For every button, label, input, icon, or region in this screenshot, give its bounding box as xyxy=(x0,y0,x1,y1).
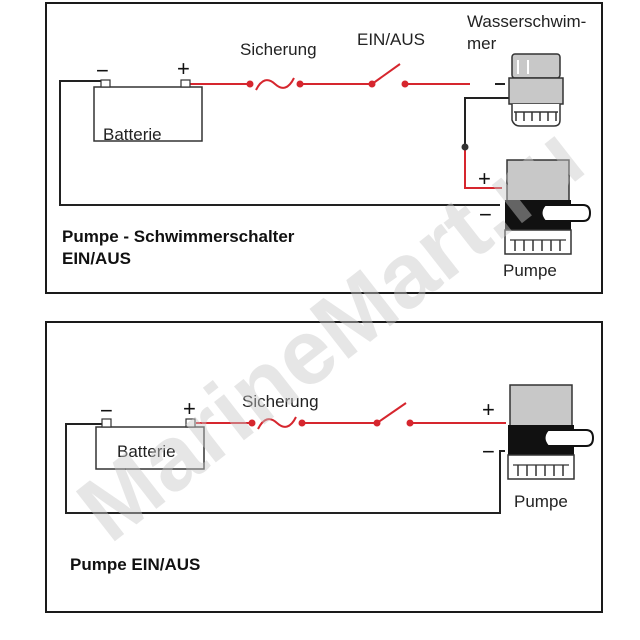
top-battery: Batterie xyxy=(93,79,203,144)
bottom-diagram: Batterie − + Sicherung + − Pumpe P xyxy=(45,321,603,613)
bottom-pump-label: Pumpe xyxy=(514,492,568,511)
bottom-frame xyxy=(45,321,603,613)
bottom-fuse xyxy=(248,416,306,430)
top-pump-label: Pumpe xyxy=(503,261,557,280)
top-fuse xyxy=(246,77,304,91)
top-fuse-label: Sicherung xyxy=(240,40,317,59)
top-pump-icon xyxy=(504,159,592,255)
bottom-battery-minus: − xyxy=(100,398,113,423)
bottom-caption: Pumpe EIN/AUS xyxy=(70,555,200,574)
bottom-battery-label: Batterie xyxy=(117,442,176,461)
bottom-pump-minus: − xyxy=(482,439,495,464)
bottom-negative-wire xyxy=(65,423,505,514)
bottom-pump-plus: + xyxy=(482,397,495,422)
top-battery-label: Batterie xyxy=(103,125,162,144)
junction-dot xyxy=(461,143,469,151)
bottom-switch xyxy=(373,402,414,427)
top-battery-minus: − xyxy=(96,58,109,83)
top-switch-label: EIN/AUS xyxy=(357,30,425,49)
top-caption-line1: Pumpe - Schwimmerschalter xyxy=(62,227,295,246)
top-positive-wires xyxy=(185,83,502,189)
float-switch-icon xyxy=(508,53,564,127)
top-switch xyxy=(368,63,409,88)
float-label-line1: Wasserschwim- xyxy=(467,12,586,31)
bottom-fuse-label: Sicherung xyxy=(242,392,319,411)
top-frame xyxy=(45,2,603,294)
float-label-line2: mer xyxy=(467,34,497,53)
top-battery-plus: + xyxy=(177,56,190,81)
top-diagram: Batterie − + Sicherung EIN/AUS Wasse xyxy=(45,2,603,294)
bottom-pump-icon xyxy=(507,384,595,480)
top-negative-wires xyxy=(59,80,512,206)
top-pump-minus: − xyxy=(479,202,492,227)
bottom-battery-plus: + xyxy=(183,396,196,421)
bottom-battery: Batterie xyxy=(95,418,205,470)
top-pump-plus: + xyxy=(478,166,491,191)
top-caption-line2: EIN/AUS xyxy=(62,249,131,268)
